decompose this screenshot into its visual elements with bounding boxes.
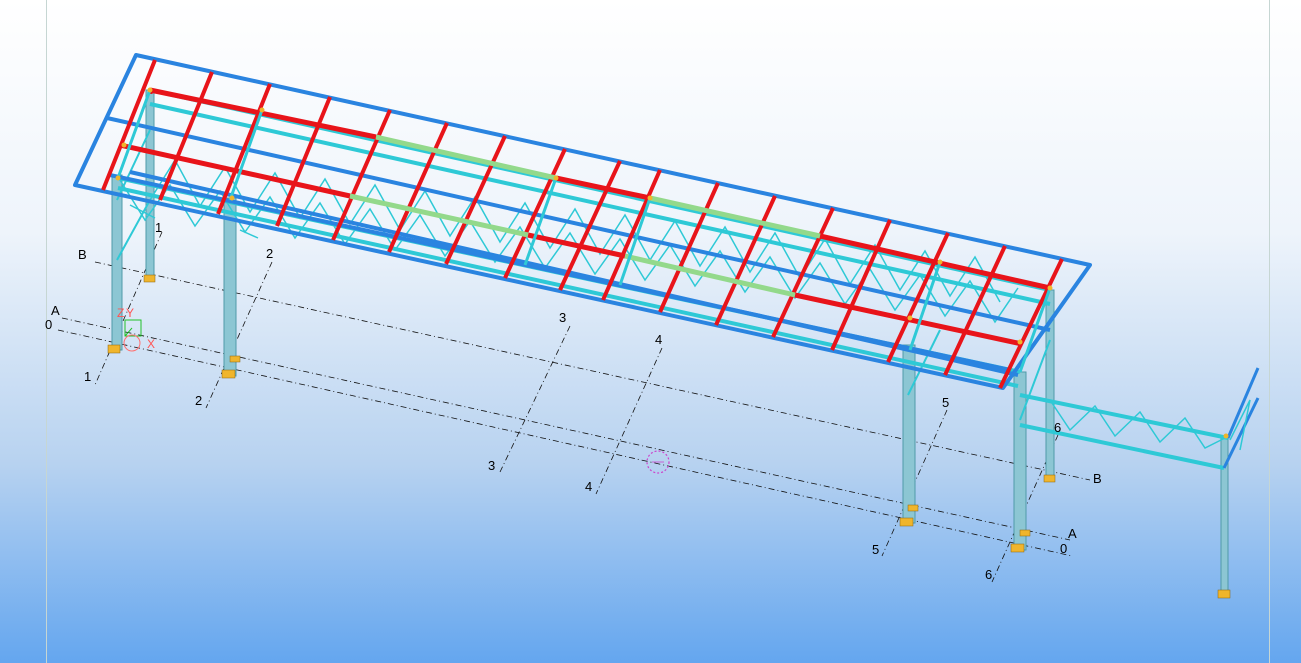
rafter-top-2 xyxy=(555,175,651,201)
rafter-top-1 xyxy=(149,87,377,140)
grid-label-0-right: 0 xyxy=(1060,541,1067,556)
truss-mid-chord-A xyxy=(117,186,1019,388)
selected-bottom-1 xyxy=(349,193,529,238)
selected-top-1 xyxy=(375,134,557,181)
grid-line-3 xyxy=(499,325,571,473)
grid-label-B-left: B xyxy=(78,247,87,262)
grid-label-5-bottom: 5 xyxy=(872,542,879,557)
roof-edge-frame[interactable] xyxy=(73,53,1092,390)
column-6A xyxy=(1013,371,1027,551)
base-plates[interactable] xyxy=(107,274,1231,599)
axis-label-x: X xyxy=(147,337,155,351)
axis-label-z: Z xyxy=(117,306,124,320)
selected-bottom-2 xyxy=(624,253,796,298)
grid-line-B xyxy=(94,261,1091,481)
rafter-bottom-1 xyxy=(119,142,351,199)
grid-label-3-top: 3 xyxy=(559,310,566,325)
column-5A xyxy=(902,344,916,524)
column-2A xyxy=(223,197,237,377)
grid-label-1-bottom: 1 xyxy=(84,369,91,384)
grid-label-0-left: 0 xyxy=(45,317,52,332)
grid-label-2-bottom: 2 xyxy=(195,393,202,408)
roof-purlins[interactable] xyxy=(101,59,1064,389)
rafter-bottom-2 xyxy=(527,232,626,259)
grid-lines xyxy=(57,231,1091,583)
axis-label-y: Y xyxy=(126,306,134,320)
roof-outline xyxy=(73,53,1092,390)
grid-label-B-right: B xyxy=(1093,471,1102,486)
grid-label-1-top: 1 xyxy=(155,220,162,235)
viewport-left-border xyxy=(46,0,47,663)
grid-label-A-right: A xyxy=(1068,526,1077,541)
extension-truss[interactable] xyxy=(1019,367,1260,470)
rotation-pivot-icon[interactable] xyxy=(646,450,670,474)
grid-label-4-bottom: 4 xyxy=(585,479,592,494)
grid-line-4 xyxy=(595,347,663,495)
grid-line-2 xyxy=(205,261,273,409)
grid-labels: 1 2 3 4 5 6 1 2 3 4 5 6 B A 0 B A 0 xyxy=(45,220,1102,582)
viewport-right-border xyxy=(1269,0,1270,663)
selected-members[interactable] xyxy=(349,134,821,298)
selected-top-2 xyxy=(649,195,821,239)
transverse-frames[interactable] xyxy=(116,89,1052,373)
connection-nodes xyxy=(115,87,1229,439)
grid-label-2-top: 2 xyxy=(266,246,273,261)
coordinate-system-icon: Z Y X xyxy=(117,306,155,352)
grid-label-6-bottom: 6 xyxy=(985,567,992,582)
rafter-top-3 xyxy=(819,233,1051,291)
grid-label-3-bottom: 3 xyxy=(488,458,495,473)
column-1A xyxy=(111,174,123,351)
grid-label-6-top: 6 xyxy=(1054,420,1061,435)
grid-label-A-left: A xyxy=(51,303,60,318)
roof-eave-inner xyxy=(106,116,1051,332)
grid-label-5-top: 5 xyxy=(942,395,949,410)
grid-label-4-top: 4 xyxy=(655,332,662,347)
columns[interactable] xyxy=(111,89,1229,597)
